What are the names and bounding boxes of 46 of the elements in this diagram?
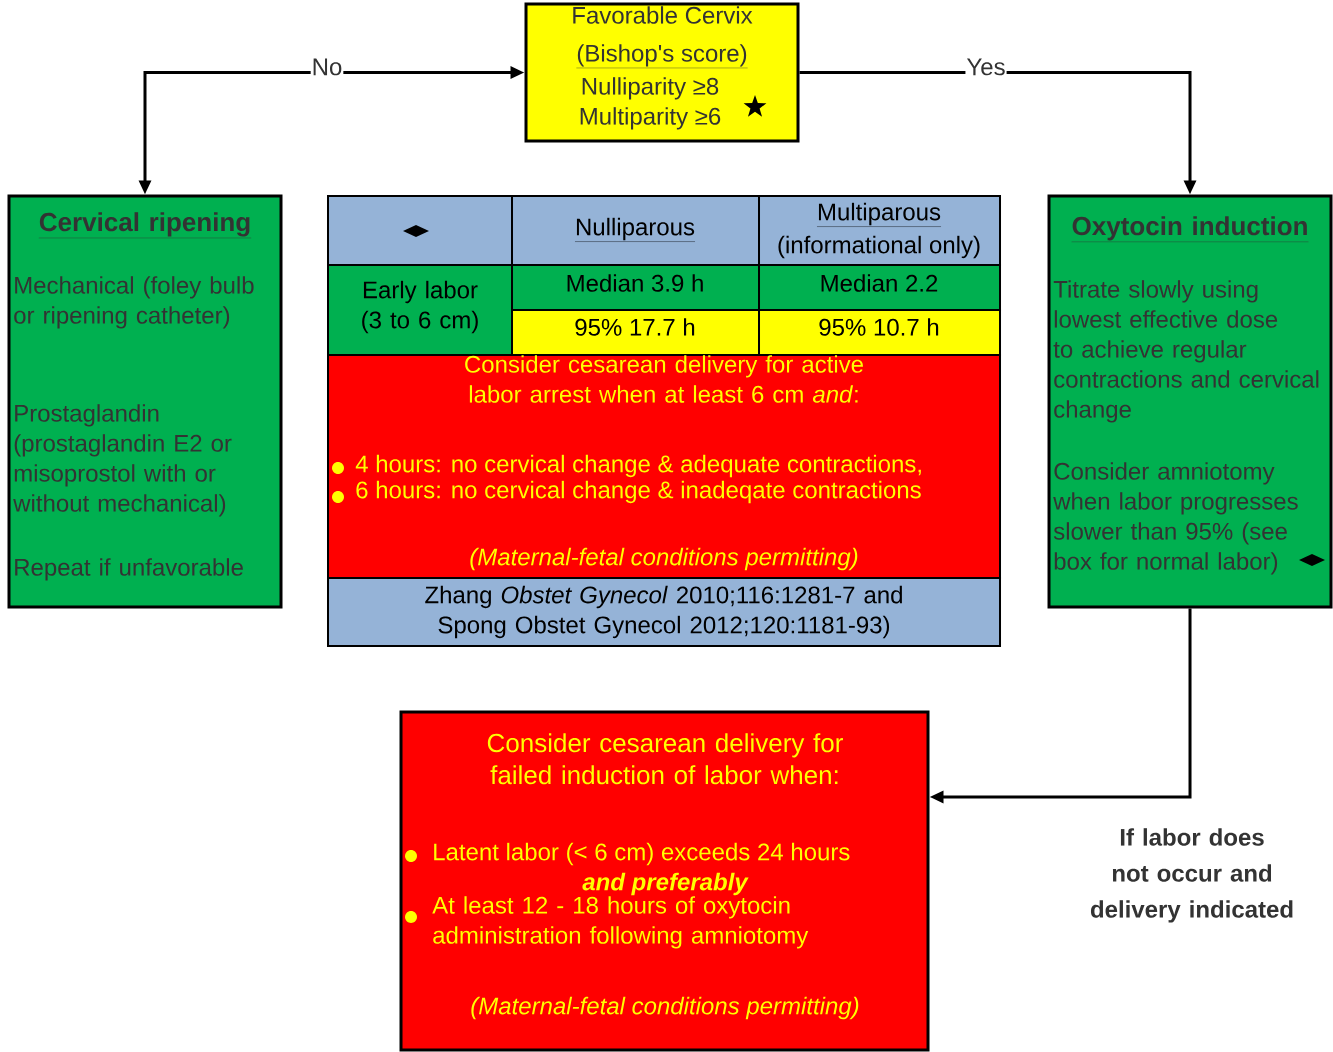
body-text: Repeat if unfavorable — [15, 558, 243, 581]
body-text: Consider amniotomy when labor progresses slower than 95% (see box for normal labor) — [1053, 462, 1298, 575]
edge-label: Yes — [965, 57, 1007, 77]
reference-text: Zhang Obstet Gynecol 2010;116:1281-7 and Spong Obstet Gynecol 2012;120:1181-93) — [425, 585, 902, 639]
body-text: Prostaglandin (prostaglandin E2 or misoprostol with or without mechanical) — [13, 404, 232, 517]
table-cell — [327, 577, 1001, 647]
criterion-text: Nulliparity ≥8 — [582, 77, 719, 100]
cell-text: 95% 10.7 h — [819, 318, 939, 336]
table-cell — [327, 354, 1001, 579]
box-heading: Cervical ripening — [38, 212, 252, 239]
column-header: Multiparous — [816, 202, 942, 227]
box-heading: Oxytocin induction — [1071, 216, 1309, 243]
body-text: Titrate slowly using lowest effective dose to achieve regular contractions and cervical change — [1053, 280, 1319, 423]
table-cell — [758, 264, 1001, 311]
decision-box — [524, 2, 800, 143]
cell-text: 95% 17.7 h — [575, 318, 695, 336]
bullet-text: 4 hours: no cervical change & adequate contractions, — [355, 454, 921, 478]
table-cell — [511, 195, 760, 266]
process-box — [1047, 194, 1333, 609]
cell-text: Median 3.9 h — [567, 274, 703, 292]
table-cell — [327, 264, 513, 356]
bullet-text: At least 12 - 18 hours of oxytocin administration following amniotomy — [432, 896, 809, 949]
box-subtitle: (Bishop's score) — [576, 44, 748, 69]
criterion-text: Multiparity ≥6 — [580, 107, 721, 130]
table-cell — [758, 309, 1001, 356]
bullet-text: 6 hours: no cervical change & inadeqate contractions — [356, 480, 921, 504]
cell-text: Median 2.2 — [821, 274, 938, 292]
table-cell — [327, 195, 513, 266]
emphasis-text: and preferably — [582, 872, 749, 896]
note-text: (Maternal-fetal conditions permitting) — [470, 547, 858, 571]
column-header-note: (informational only) — [778, 235, 980, 259]
box-title: Favorable Cervix — [573, 6, 753, 24]
table-cell — [511, 264, 760, 311]
note-text: (Maternal-fetal conditions permitting) — [471, 996, 859, 1020]
note-text: If labor does not occur and delivery indicated — [1090, 828, 1293, 923]
bullet-text: Latent labor (< 6 cm) exceeds 24 hours — [434, 842, 850, 866]
table-cell — [758, 195, 1001, 266]
cell-text: Consider cesarean delivery for active labor arrest when at least 6 cm and: — [465, 355, 863, 403]
row-header: Early labor (3 to 6 cm) — [362, 280, 478, 334]
body-text: Mechanical (foley bulb or ripening catheter) — [14, 276, 254, 329]
table-cell — [511, 309, 760, 356]
warning-box — [399, 710, 930, 1052]
box-heading: Consider cesarean delivery for failed induction of labor when: — [487, 733, 843, 785]
process-box — [7, 194, 283, 609]
edge-label: No — [310, 57, 344, 77]
column-header: Nulliparous — [574, 217, 696, 242]
